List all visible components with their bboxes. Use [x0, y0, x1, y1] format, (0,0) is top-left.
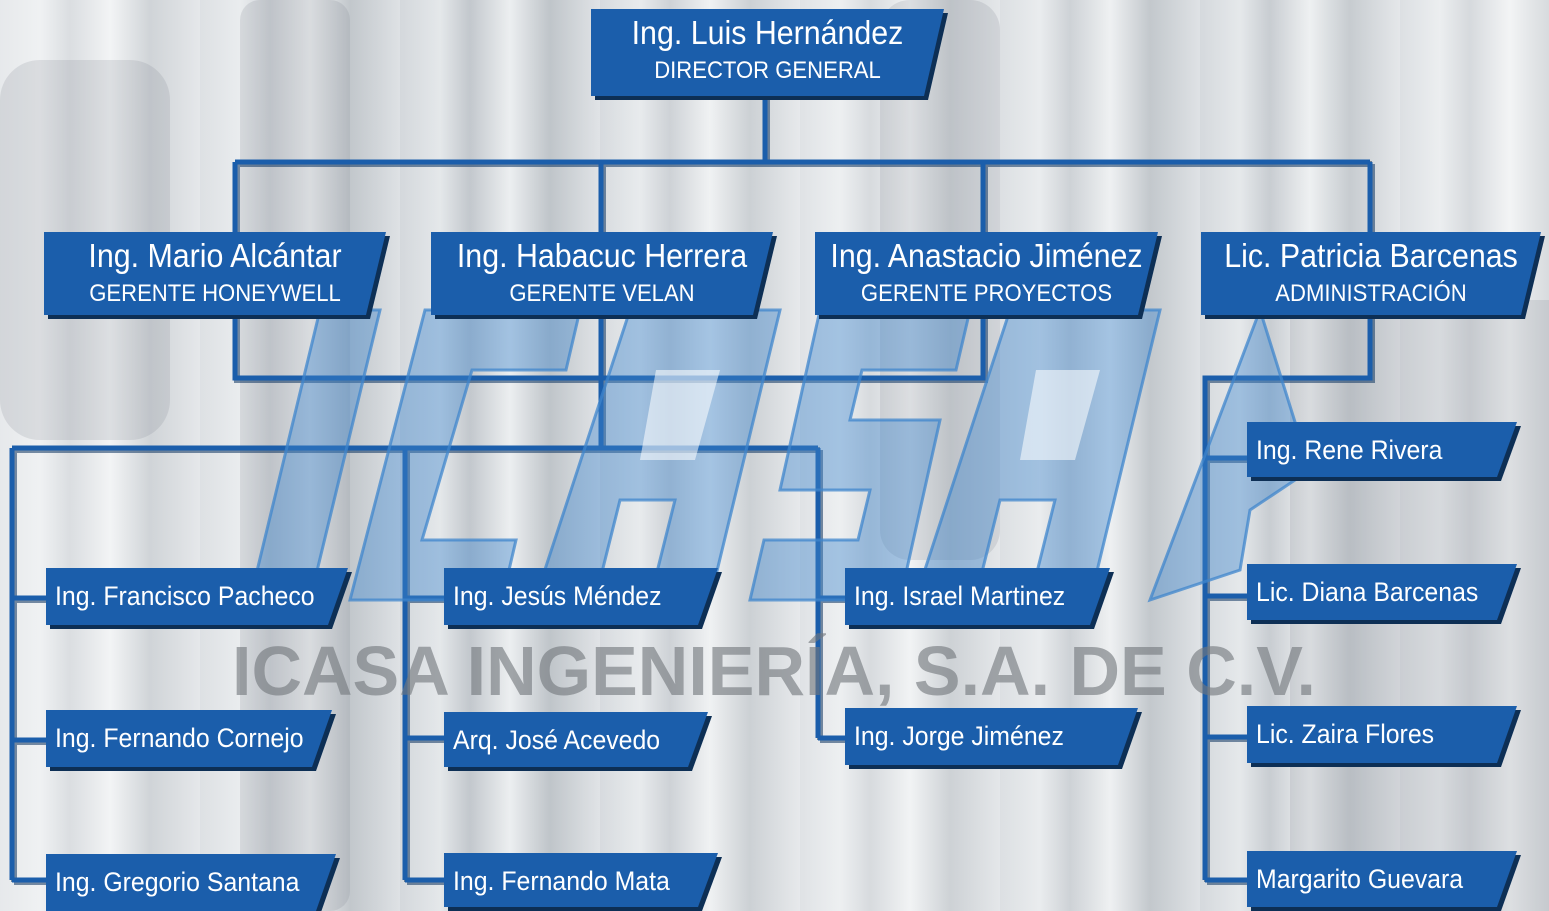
manager-box-proyectos: Ing. Anastacio Jiménez GERENTE PROYECTOS — [815, 232, 1158, 315]
manager-box-honeywell: Ing. Mario Alcántar GERENTE HONEYWELL — [44, 232, 386, 315]
staff-name: Ing. Jorge Jiménez — [854, 721, 1064, 751]
manager-name: Ing. Habacuc Herrera — [456, 237, 748, 274]
staff-box: Lic. Zaira Flores — [1247, 706, 1517, 763]
manager-name: Ing. Mario Alcántar — [88, 237, 342, 274]
company-name: ICASA INGENIERÍA, S.A. DE C.V. — [232, 632, 1316, 710]
staff-box: Arq. José Acevedo — [444, 712, 708, 767]
staff-name: Ing. Fernando Mata — [453, 866, 670, 896]
staff-name: Lic. Diana Barcenas — [1256, 577, 1479, 607]
staff-box: Ing. Rene Rivera — [1247, 422, 1517, 477]
staff-box: Ing. Gregorio Santana — [46, 854, 336, 911]
manager-role: GERENTE HONEYWELL — [89, 280, 341, 307]
director-role: DIRECTOR GENERAL — [654, 57, 881, 84]
director-name: Ing. Luis Hernández — [631, 14, 904, 51]
staff-name: Margarito Guevara — [1256, 864, 1464, 894]
manager-name: Ing. Anastacio Jiménez — [830, 237, 1143, 274]
staff-box: Ing. Fernando Cornejo — [46, 710, 332, 767]
staff-box: Ing. Jorge Jiménez — [845, 708, 1138, 765]
staff-name: Ing. Rene Rivera — [1256, 435, 1443, 465]
staff-name: Ing. Jesús Méndez — [453, 581, 662, 611]
manager-role: GERENTE PROYECTOS — [860, 280, 1113, 307]
staff-box: Ing. Francisco Pacheco — [46, 568, 348, 625]
staff-box: Ing. Jesús Méndez — [444, 568, 718, 625]
manager-role: ADMINISTRACIÓN — [1275, 280, 1467, 307]
staff-name: Ing. Gregorio Santana — [55, 867, 300, 897]
manager-role: GERENTE VELAN — [509, 280, 695, 307]
staff-box: Margarito Guevara — [1247, 851, 1517, 907]
manager-box-administracion: Lic. Patricia Barcenas ADMINISTRACIÓN — [1201, 232, 1541, 315]
director-box: Ing. Luis Hernández DIRECTOR GENERAL — [591, 9, 944, 96]
staff-box: Ing. Israel Martinez — [845, 568, 1110, 625]
staff-name: Arq. José Acevedo — [453, 725, 661, 755]
staff-name: Lic. Zaira Flores — [1256, 719, 1435, 749]
icasa-logo-watermark — [250, 305, 1310, 603]
staff-name: Ing. Francisco Pacheco — [55, 581, 315, 611]
staff-name: Ing. Israel Martinez — [854, 581, 1066, 611]
manager-name: Lic. Patricia Barcenas — [1224, 237, 1518, 274]
manager-box-velan: Ing. Habacuc Herrera GERENTE VELAN — [431, 232, 773, 315]
staff-box: Lic. Diana Barcenas — [1247, 564, 1517, 620]
staff-box: Ing. Fernando Mata — [444, 853, 718, 907]
staff-name: Ing. Fernando Cornejo — [55, 723, 304, 753]
